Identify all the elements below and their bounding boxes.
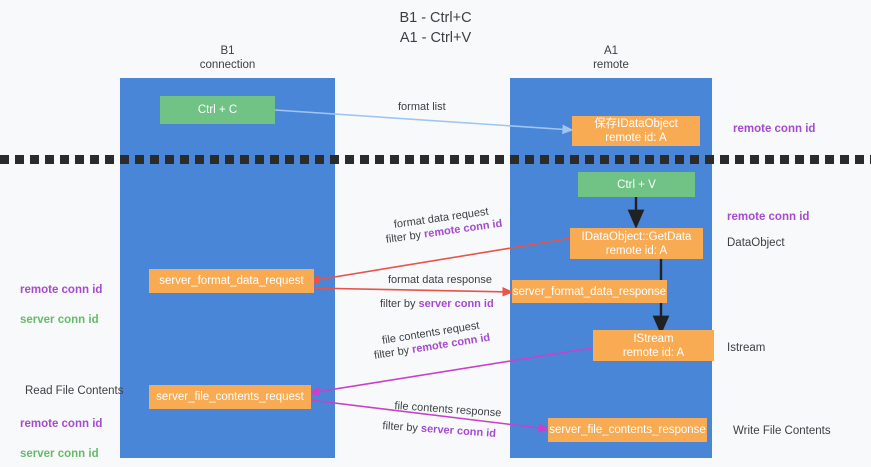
edge-label-format-data-response: format data response [388,274,492,286]
node-istream[interactable]: IStream remote id: A [593,330,714,361]
diagram-title: B1 - Ctrl+C A1 - Ctrl+V [399,10,472,46]
edge-label-format-list: format list [398,101,446,113]
edge-label-file-contents-response-filter: filter by server conn id [382,419,496,442]
edge-label-format-data-response-filter: filter by server conn id [380,297,494,312]
node-server-format-data-request[interactable]: server_format_data_request [149,269,314,293]
annotation-remote-conn-id-top: remote conn id [733,123,816,135]
phase-divider [0,155,871,164]
column-header-a1: A1 remote [593,45,629,71]
annotation-server-conn-id: server conn id [20,314,99,326]
filter-key-server-conn-id: server conn id [418,298,494,310]
column-header-b1: B1 connection [199,45,256,71]
node-server-format-data-response[interactable]: server_format_data_response [512,280,667,303]
filter-key-server-conn-id: server conn id [420,422,497,440]
annotation-istream: Istream [727,342,766,354]
filter-prefix: filter by [380,298,419,310]
annotation-remote-conn-id: remote conn id [20,284,103,296]
node-save-idataobject[interactable]: 保存IDataObject remote id: A [572,116,700,146]
annotation-left-conn-ids-mid: remote conn id server conn id [20,268,102,343]
annotation-write-file-contents: Write File Contents [733,425,831,437]
annotation-dataobject: DataObject [727,237,785,249]
annotation-read-file-contents: Read File Contents [25,385,124,397]
node-server-file-contents-request[interactable]: server_file_contents_request [149,385,311,409]
filter-prefix: filter by [373,343,414,362]
edge-label-file-contents-response: file contents response [394,399,502,420]
annotation-remote-conn-id: remote conn id [20,418,103,430]
annotation-left-conn-ids-bottom: remote conn id server conn id [20,402,102,467]
annotation-server-conn-id: server conn id [20,448,99,460]
node-ctrl-c[interactable]: Ctrl + C [160,96,275,124]
node-idataobject-getdata[interactable]: IDataObject::GetData remote id: A [570,228,703,259]
filter-prefix: filter by [385,228,425,246]
filter-prefix: filter by [382,419,422,435]
annotation-remote-conn-id-mid: remote conn id [727,211,810,223]
node-ctrl-v[interactable]: Ctrl + V [578,172,695,197]
node-server-file-contents-response[interactable]: server_file_contents_response [548,418,707,442]
